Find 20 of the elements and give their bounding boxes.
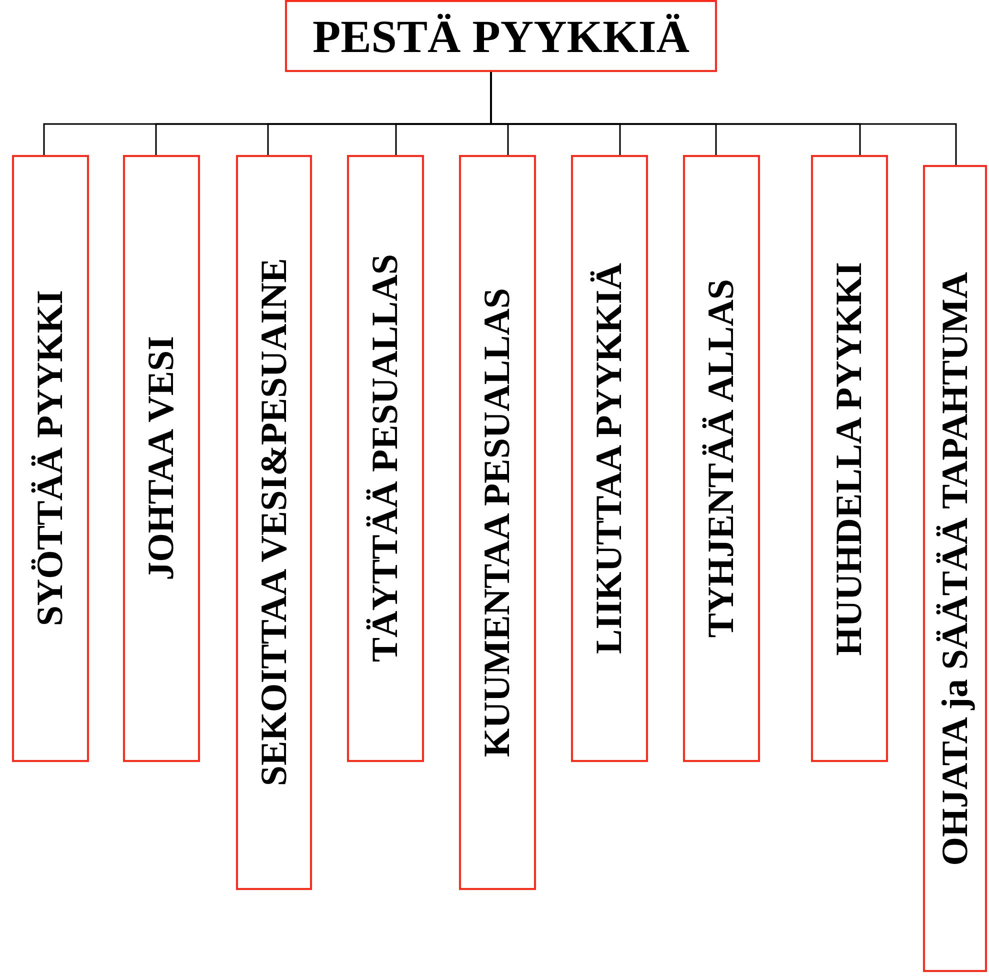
node-label: KUUMENTAA PESUALLAS [476, 288, 519, 758]
node-label: LIIKUTTAA PYYKKIÄ [588, 263, 631, 654]
function-box [347, 155, 424, 762]
function-box [236, 155, 312, 890]
root-box [285, 0, 717, 72]
function-box [571, 155, 648, 762]
function-box [923, 165, 987, 972]
function-box [683, 155, 760, 762]
node-label: HUUHDELLA PYYKKI [828, 262, 871, 656]
function-box [459, 155, 536, 890]
node-label: TÄYTTÄÄ PESUALLAS [364, 254, 407, 663]
node-label: SEKOITTAA VESI&PESUAINE [252, 258, 296, 787]
function-box [123, 155, 200, 762]
node-label: OHJATA ja SÄÄTÄÄ TAPAHTUMA [934, 272, 976, 866]
node-label: SYÖTTÄÄ PYYKKI [29, 290, 72, 627]
node-label: TYHJENTÄÄ ALLAS [700, 279, 743, 638]
function-box [12, 155, 89, 762]
node-label: PESTÄ PYYKKIÄ [312, 10, 690, 62]
node-label: JOHTAA VESI [140, 336, 183, 581]
function-box [811, 155, 888, 762]
